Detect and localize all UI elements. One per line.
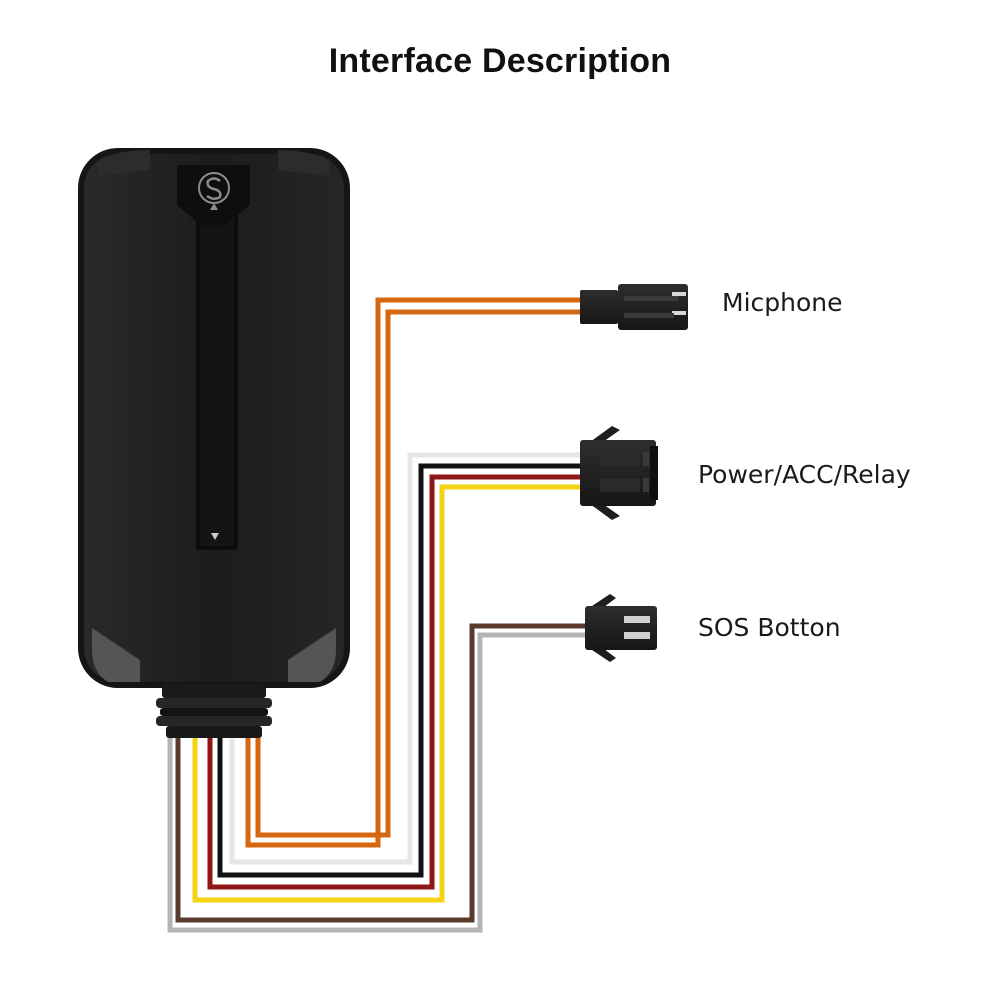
wire-red [207, 474, 580, 890]
gps-tracker-device [78, 148, 350, 688]
power-connector [580, 426, 658, 520]
power-port-label: Power/ACC/Relay [698, 460, 911, 489]
microphone-port-label: Micphone [722, 288, 843, 317]
wire-white [229, 452, 580, 865]
sos-port-label: SOS Botton [698, 613, 841, 642]
arrow-marker-icon [211, 533, 219, 540]
wire-orange-inner [255, 309, 580, 838]
wire-gray [167, 632, 585, 933]
wire-harness [167, 297, 585, 933]
wire-brown [175, 623, 585, 923]
wire-yellow [192, 484, 580, 903]
page-title: Interface Description [328, 42, 672, 80]
cable-grommet [156, 684, 272, 738]
wire-orange-outer [245, 297, 580, 848]
microphone-connector [580, 284, 688, 330]
brand-logo-icon [198, 172, 230, 210]
sos-connector [585, 594, 657, 662]
wire-black [217, 463, 580, 878]
